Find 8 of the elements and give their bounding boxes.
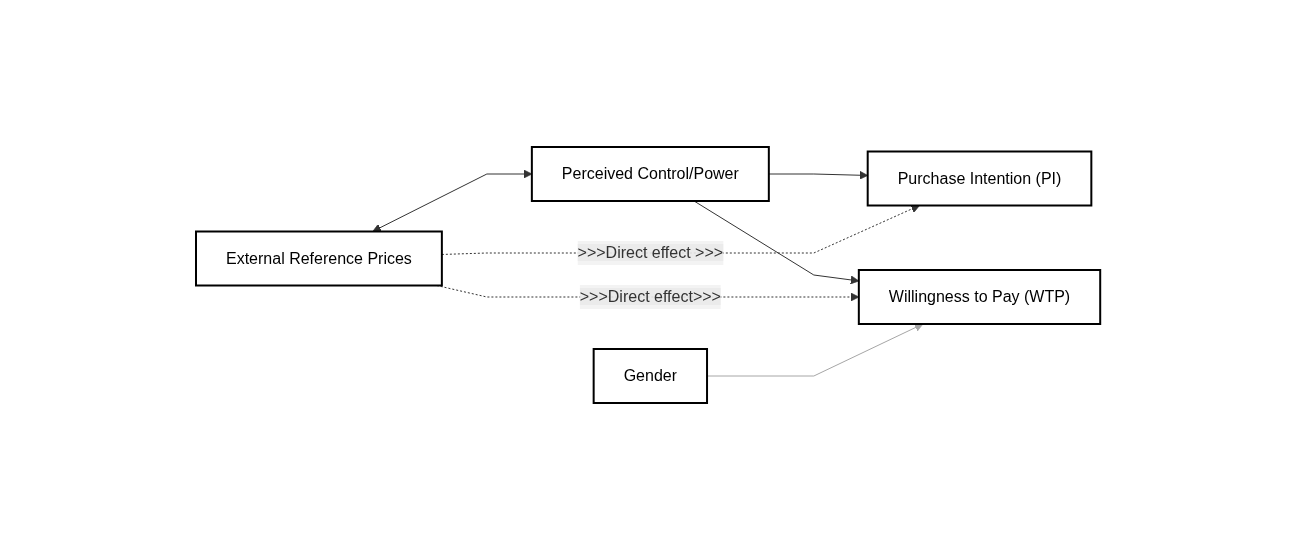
edge-label: >>>Direct effect >>> [577,244,724,261]
node-box: Perceived Control/Power [531,146,771,202]
arrow [372,169,533,232]
node-box: External Reference Prices [195,230,444,287]
node-box: Gender [593,348,709,404]
node-box: Willingness to Pay (WTP) [858,269,1102,325]
node-box: Purchase Intention (PI) [867,150,1093,207]
edge-label: >>>Direct effect>>> [580,288,722,305]
